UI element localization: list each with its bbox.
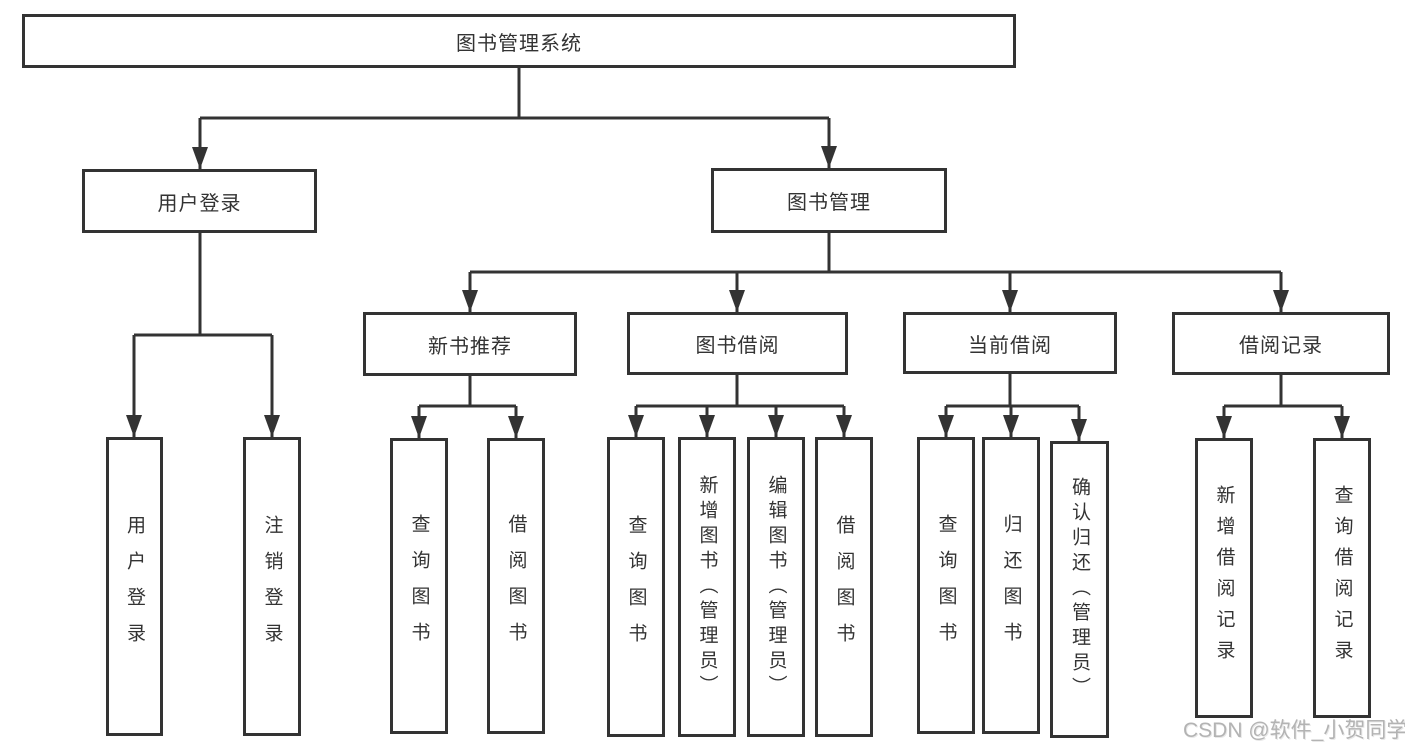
- node-label: 借阅记录: [1239, 335, 1323, 357]
- leaf-label: 查询图书: [408, 514, 430, 658]
- node-book-borrow: 图书借阅: [627, 312, 848, 375]
- leaf-user-login: 用户登录: [106, 437, 163, 736]
- leaf-add-book-admin: 新增图书（管理员）: [678, 437, 736, 737]
- node-user-login: 用户登录: [82, 169, 317, 233]
- leaf-logout: 注销登录: [243, 437, 301, 736]
- leaf-label: 新增借阅记录: [1213, 485, 1235, 671]
- node-label: 图书管理: [787, 192, 871, 214]
- node-label: 图书管理系统: [456, 32, 582, 55]
- leaf-label: 查询图书: [625, 515, 647, 659]
- connector-user-login-split: [134, 233, 272, 337]
- node-label: 用户登录: [157, 192, 242, 215]
- node-book-management: 图书管理: [711, 168, 947, 233]
- leaf-add-borrow-record: 新增借阅记录: [1195, 438, 1253, 718]
- node-borrow-records: 借阅记录: [1172, 312, 1390, 375]
- leaf-label: 编辑图书（管理员）: [765, 474, 787, 700]
- leaf-label: 确认归还（管理员）: [1069, 477, 1090, 702]
- leaf-borrow-books-2: 借阅图书: [815, 437, 873, 737]
- leaf-query-borrow-record: 查询借阅记录: [1313, 438, 1371, 718]
- leaf-query-books-3: 查询图书: [917, 437, 975, 734]
- leaf-label: 借阅图书: [505, 514, 527, 658]
- node-new-book-recommend: 新书推荐: [363, 312, 577, 376]
- leaf-borrow-books-1: 借阅图书: [487, 438, 545, 734]
- connector-root-split: [200, 68, 829, 120]
- connector-borrow-records-split: [1224, 375, 1342, 408]
- node-label: 图书借阅: [695, 335, 780, 357]
- leaf-label: 用户登录: [124, 514, 145, 659]
- leaf-label: 查询借阅记录: [1331, 485, 1353, 671]
- leaf-confirm-return-admin: 确认归还（管理员）: [1050, 441, 1109, 738]
- leaf-label: 新增图书（管理员）: [696, 474, 718, 700]
- node-library-management-system: 图书管理系统: [22, 14, 1016, 68]
- connector-book-borrow-split: [636, 375, 844, 408]
- node-label: 新书推荐: [428, 335, 512, 358]
- leaf-label: 查询图书: [935, 513, 957, 658]
- csdn-watermark: CSDN @软件_小贺同学: [1183, 719, 1405, 742]
- node-label: 当前借阅: [968, 334, 1052, 357]
- leaf-query-books-2: 查询图书: [607, 437, 665, 737]
- connector-current-borrow-split: [946, 374, 1079, 408]
- connector-new-book-recommend-split: [419, 376, 516, 408]
- leaf-label: 归还图书: [1000, 513, 1022, 658]
- leaf-edit-book-admin: 编辑图书（管理员）: [747, 437, 805, 737]
- connector-book-management-split: [470, 233, 1281, 274]
- leaf-label: 借阅图书: [833, 515, 855, 659]
- leaf-return-book: 归还图书: [982, 437, 1040, 734]
- leaf-label: 注销登录: [261, 514, 283, 659]
- node-current-borrow: 当前借阅: [903, 312, 1117, 374]
- leaf-query-books-1: 查询图书: [390, 438, 448, 734]
